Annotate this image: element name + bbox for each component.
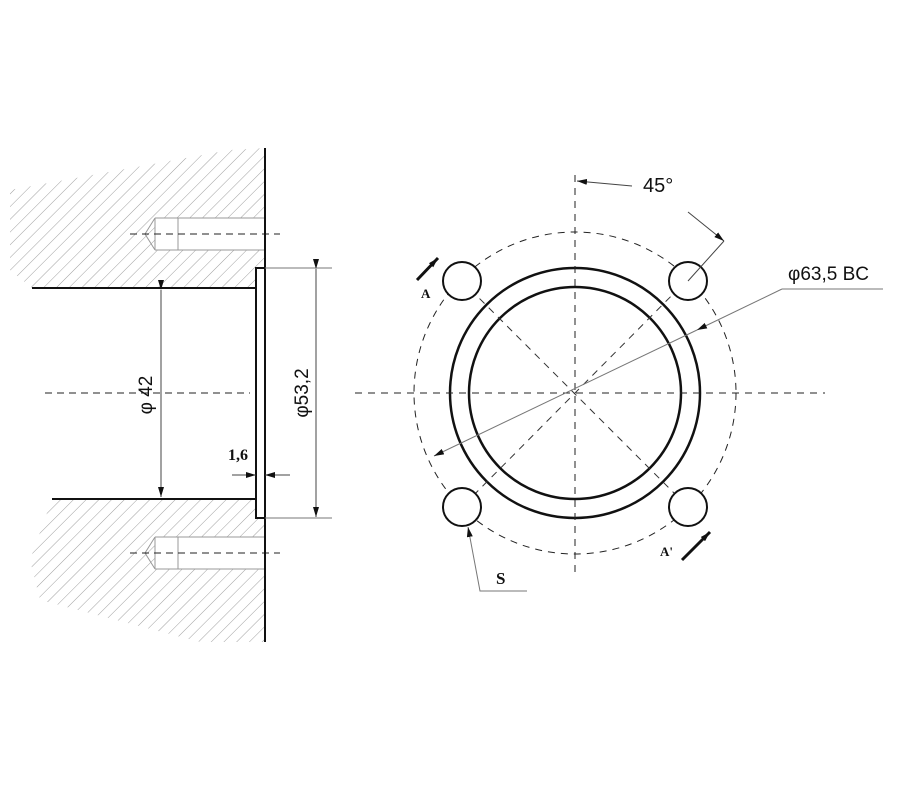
bolt-hole bbox=[668, 487, 708, 527]
gasket bbox=[255, 267, 266, 519]
upper-housing-hatch bbox=[10, 148, 265, 288]
hole-label: S bbox=[496, 569, 505, 588]
section-mark-a-prime: A' bbox=[660, 544, 673, 559]
bolt-hole bbox=[442, 487, 482, 527]
lower-bolt-hole bbox=[130, 536, 280, 570]
angle-label: 45° bbox=[643, 175, 673, 197]
bolt-hole bbox=[442, 261, 482, 301]
flange-view: 45° φ63,5 BC A A' S bbox=[355, 175, 883, 592]
section-arrow-a bbox=[415, 256, 440, 282]
bore-diameter-label: φ 42 bbox=[136, 376, 157, 415]
bolt-circle-label: φ63,5 BC bbox=[788, 264, 869, 285]
bolt-holes bbox=[442, 261, 708, 527]
lower-housing-hatch bbox=[30, 499, 265, 642]
section-view: φ 42 φ53,2 1,6 bbox=[10, 148, 332, 642]
upper-bolt-hole bbox=[130, 217, 280, 251]
section-mark-a: A bbox=[421, 286, 431, 301]
gasket-diameter-label: φ53,2 bbox=[292, 368, 313, 417]
gasket-thickness-label: 1,6 bbox=[228, 447, 248, 464]
section-arrow-a-prime bbox=[680, 530, 712, 562]
